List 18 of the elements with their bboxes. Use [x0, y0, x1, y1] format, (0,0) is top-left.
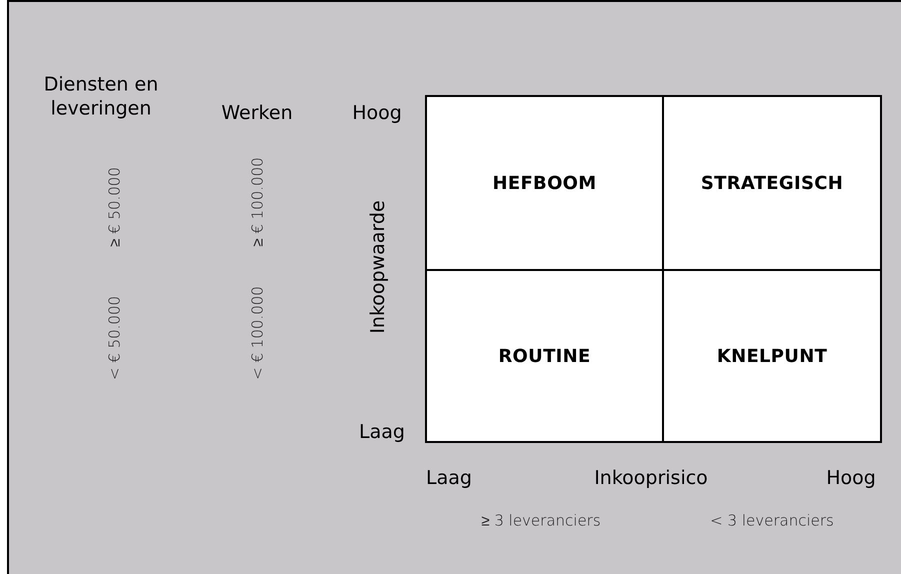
axis-label: Inkoopwaarde — [367, 200, 390, 334]
quadrant-cell: ROUTINE — [427, 271, 664, 441]
label: ≥ 3 leveranciers — [481, 512, 601, 530]
axis-label: < € 100.000 — [248, 286, 268, 380]
quadrant-cell: KNELPUNT — [664, 271, 880, 441]
axis-label: < € 50.000 — [106, 296, 124, 380]
label: Werken — [221, 102, 293, 126]
axis-label: ≥ € 50.000 — [106, 167, 124, 247]
quadrant-cell: STRATEGISCH — [664, 97, 880, 271]
quadrant-cell: HEFBOOM — [427, 97, 664, 271]
axis-label: ≥ € 100.000 — [248, 157, 268, 247]
label: Diensten en leveringen — [42, 73, 160, 121]
label: Laag — [426, 467, 472, 491]
label: Laag — [359, 421, 405, 445]
label: < 3 leveranciers — [710, 512, 834, 530]
label: Inkooprisico — [594, 467, 708, 491]
label: Hoog — [826, 467, 876, 491]
label: Hoog — [352, 102, 402, 126]
